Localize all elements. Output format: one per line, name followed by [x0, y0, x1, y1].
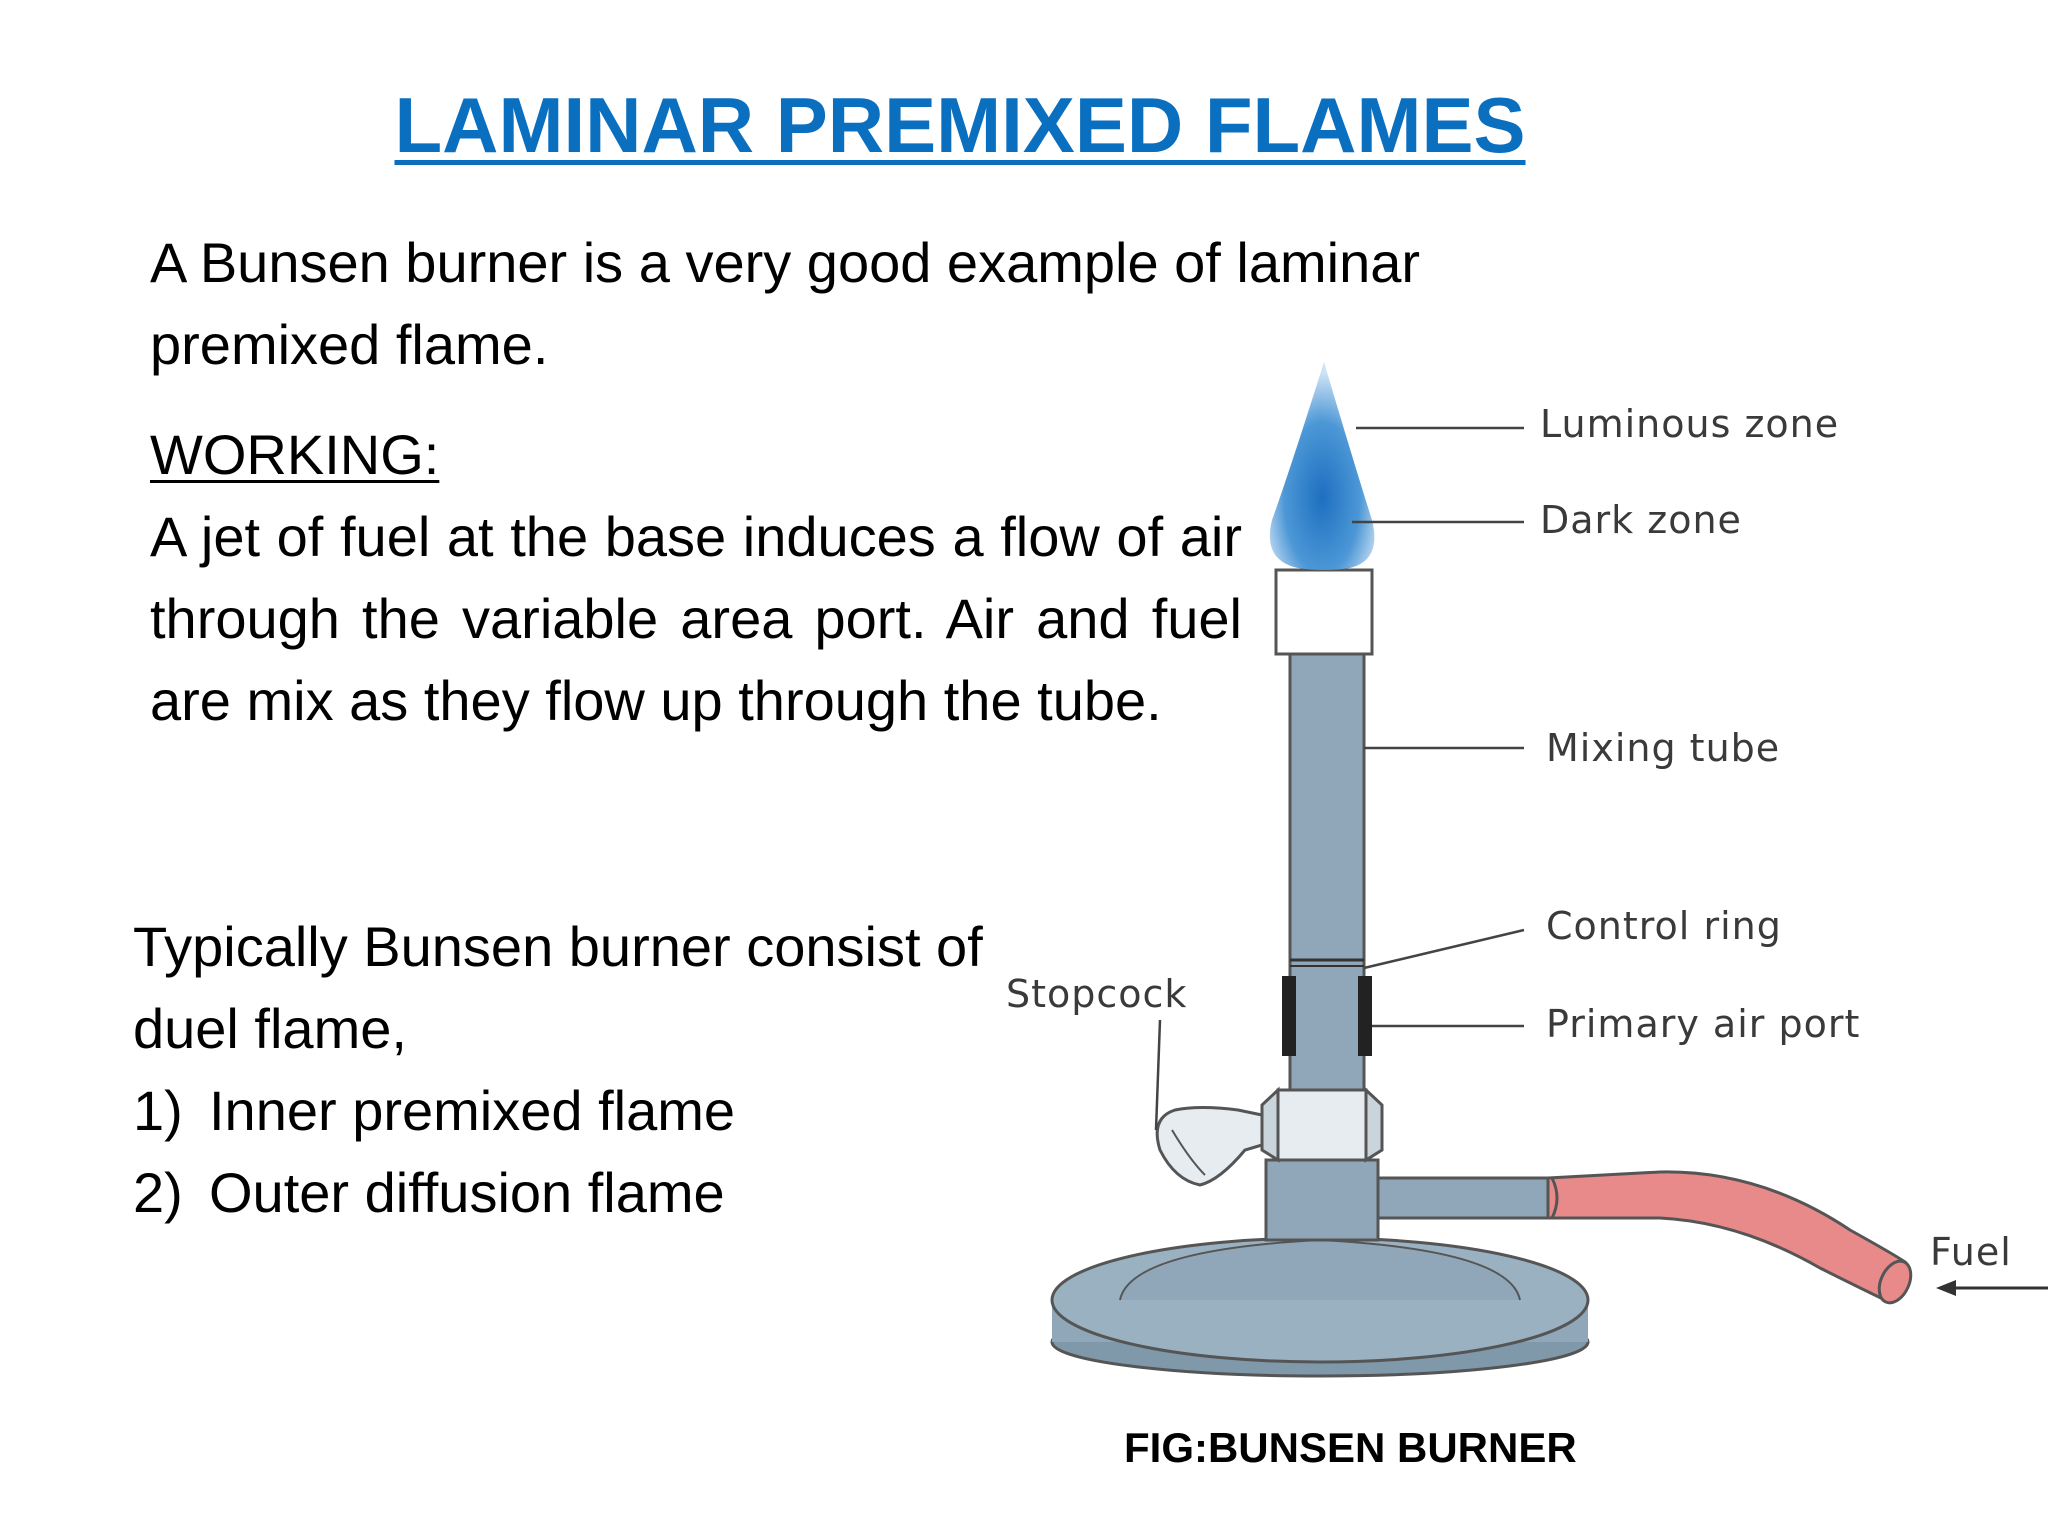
label-luminous-zone: Luminous zone: [1540, 402, 1840, 446]
mixing-tube: [1282, 648, 1372, 1092]
fuel-hose: [1546, 1170, 1913, 1305]
working-heading: WORKING:: [150, 423, 440, 486]
list-item-text: Outer diffusion flame: [209, 1161, 725, 1224]
stopcock-valve: [1155, 1106, 1264, 1187]
list-item-number: 2): [133, 1161, 183, 1224]
working-paragraph: A jet of fuel at the base induces a flow…: [150, 505, 1242, 732]
leader-lines: [1154, 426, 1525, 1131]
intro-paragraph: A Bunsen burner is a very good example o…: [150, 231, 1421, 376]
hex-nut: [1260, 1086, 1384, 1163]
burner-top-collar: [1274, 568, 1374, 656]
flame: [1269, 362, 1375, 570]
list-item: 1) Inner premixed flame: [133, 1070, 735, 1152]
typical-paragraph: Typically Bunsen burner consist of duel …: [133, 915, 983, 1060]
label-stopcock: Stopcock: [1006, 972, 1188, 1016]
list-item: 2) Outer diffusion flame: [133, 1152, 735, 1234]
fuel-arrow-icon: [1936, 1280, 2048, 1296]
label-mixing-tube: Mixing tube: [1546, 726, 1781, 770]
burner-base: [1050, 1236, 1590, 1378]
list-item-number: 1): [133, 1079, 183, 1142]
flame-list: 1) Inner premixed flame 2) Outer diffusi…: [133, 1070, 735, 1234]
figure-caption: FIG:BUNSEN BURNER: [1124, 1424, 1577, 1471]
label-control-ring: Control ring: [1546, 904, 1782, 948]
list-item-text: Inner premixed flame: [209, 1079, 736, 1142]
burner-column-base: [1264, 1158, 1550, 1242]
slide-title: LAMINAR PREMIXED FLAMES: [394, 81, 1526, 169]
label-primary-air-port: Primary air port: [1546, 1002, 1861, 1046]
label-dark-zone: Dark zone: [1540, 498, 1742, 542]
label-fuel: Fuel: [1930, 1230, 2012, 1274]
